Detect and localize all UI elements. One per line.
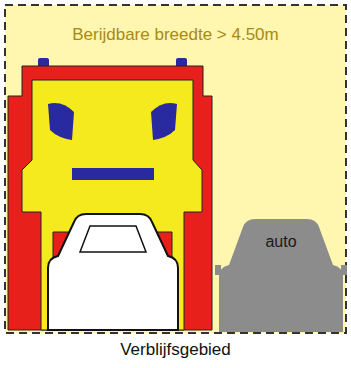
road-border	[5, 5, 346, 333]
truck-mirror	[151, 103, 177, 140]
truck-body	[8, 66, 212, 330]
car-silhouette	[215, 215, 347, 333]
car-mirror	[215, 265, 221, 275]
truck-front	[8, 58, 212, 330]
car-label: auto	[265, 233, 296, 251]
road-area-label: Berijdbare breedte > 4.50m	[72, 25, 279, 45]
caption: Verblijfsgebied	[120, 340, 231, 360]
car-body	[219, 219, 343, 332]
car-mirror	[341, 265, 347, 275]
truck-cab	[22, 80, 202, 330]
road-area	[5, 5, 346, 333]
car-shape: auto	[215, 215, 347, 333]
car-front	[48, 214, 178, 330]
car-window	[80, 226, 146, 252]
truck-mirror	[48, 103, 74, 140]
road-band: Berijdbare breedte > 4.50m auto	[5, 5, 346, 333]
windshield-bar	[72, 168, 154, 180]
car-body	[48, 214, 178, 330]
